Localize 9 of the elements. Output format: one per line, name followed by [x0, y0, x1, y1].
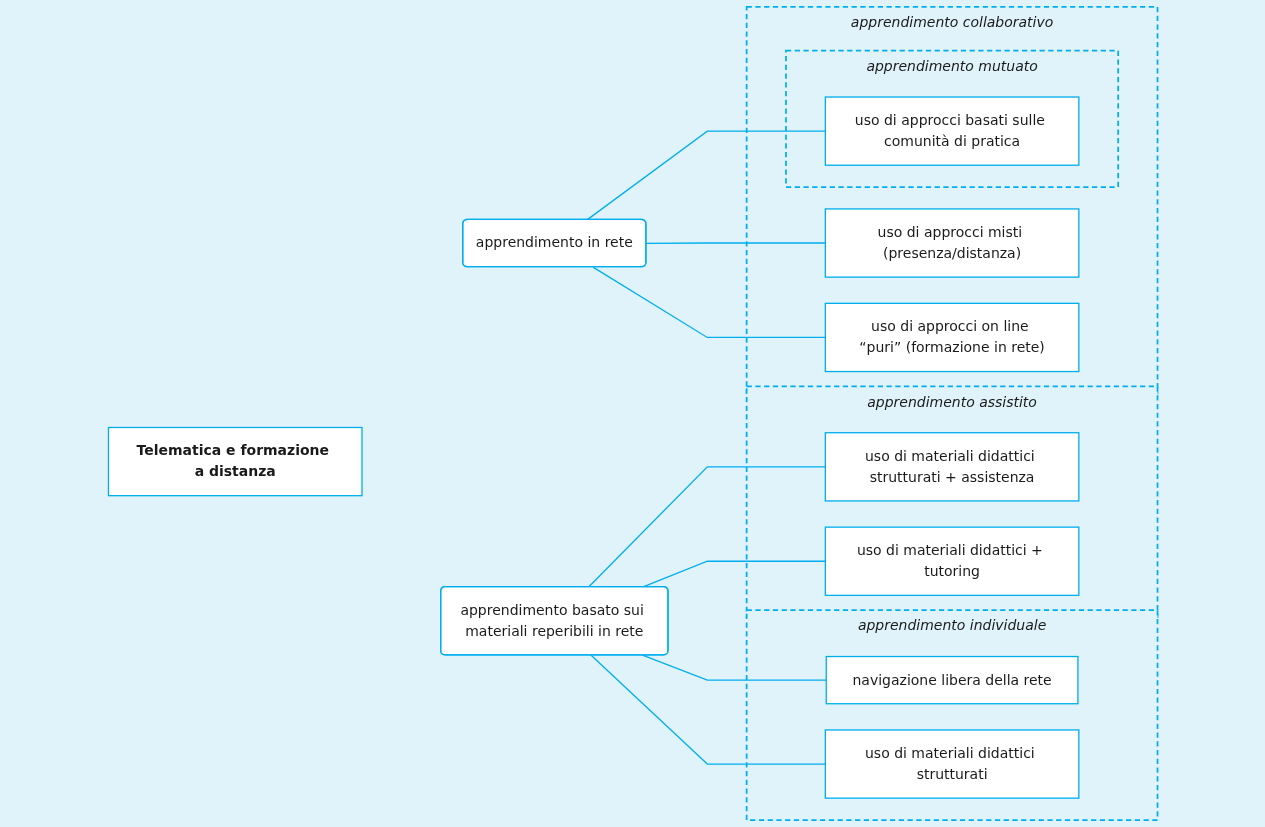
node-box: uso di approcci on line “puri” (formazione in rete): [824, 302, 1079, 373]
node-box: navigazione libera della rete: [825, 655, 1079, 705]
node-box: uso di materiali didattici strutturati + assistenza: [824, 432, 1079, 502]
node-box: uso di materiali didattici + tutoring: [824, 526, 1079, 596]
connector: [590, 654, 826, 765]
node-box: uso di approcci misti (presenza/distanza): [824, 208, 1079, 278]
node-box: Telematica e formazione a distanza: [107, 426, 363, 497]
node-box: uso di approcci basati sulle comunità di pratica: [824, 96, 1079, 166]
node-box: uso di materiali didattici strutturati: [824, 729, 1079, 799]
